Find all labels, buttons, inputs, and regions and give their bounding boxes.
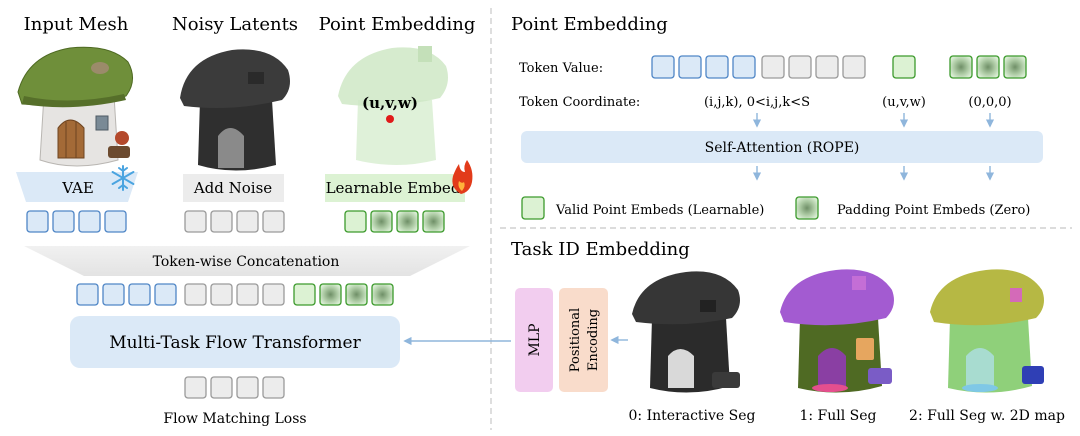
title-point-embedding-left: Point Embedding xyxy=(319,14,476,35)
task-house-full-seg xyxy=(780,269,894,393)
token-coordinate-label: Token Coordinate: xyxy=(519,95,640,110)
task-house-interactive-seg xyxy=(632,271,740,393)
concatenated-tokens xyxy=(76,283,394,306)
self-attention-block xyxy=(521,131,1043,163)
title-point-embedding-right: Point Embedding xyxy=(511,14,668,35)
coord-valid: (i,j,k), 0<i,j,k<S xyxy=(704,95,810,110)
title-noisy-latents: Noisy Latents xyxy=(172,14,298,35)
title-input-mesh: Input Mesh xyxy=(24,14,129,35)
flow-transformer-label: Multi-Task Flow Transformer xyxy=(109,333,361,353)
mlp-block xyxy=(515,288,553,392)
mlp-label: MLP xyxy=(527,323,543,356)
concatenation-funnel xyxy=(24,246,470,276)
task-house-full-seg-2d-map xyxy=(930,269,1044,393)
snowflake-icon xyxy=(111,165,135,191)
legend-padding-swatch xyxy=(795,196,819,220)
legend-valid-swatch xyxy=(521,196,545,220)
concatenation-label: Token-wise Concatenation xyxy=(153,254,340,270)
point-embedding-house: (u,v,w) xyxy=(338,46,448,165)
legend-valid-label: Valid Point Embeds (Learnable) xyxy=(555,203,764,218)
task-label-0: 0: Interactive Seg xyxy=(629,408,756,424)
input-mesh-house xyxy=(17,46,133,167)
vae-tokens xyxy=(26,210,127,233)
legend-padding-label: Padding Point Embeds (Zero) xyxy=(837,203,1030,218)
title-task-id-embedding: Task ID Embedding xyxy=(511,239,690,260)
positional-encoding-block xyxy=(559,288,608,392)
noise-tokens xyxy=(184,210,285,233)
token-value-row xyxy=(651,55,1027,79)
token-value-label: Token Value: xyxy=(519,61,603,76)
task-flow-arrows xyxy=(403,335,628,346)
point-coordinate-label: (u,v,w) xyxy=(362,94,418,112)
add-noise-label: Add Noise xyxy=(193,179,272,197)
vae-label: VAE xyxy=(61,179,94,197)
output-tokens xyxy=(184,376,285,399)
coord-padding: (0,0,0) xyxy=(968,95,1011,110)
attention-output-arrows xyxy=(752,166,995,181)
add-noise-block xyxy=(183,174,284,202)
query-point xyxy=(386,115,394,123)
flow-transformer-block xyxy=(70,316,400,368)
learnable-embed-block xyxy=(325,174,465,202)
self-attention-label: Self-Attention (ROPE) xyxy=(705,140,860,156)
learnable-embed-label: Learnable Embed xyxy=(326,179,461,197)
positional-encoding-line2: Encoding xyxy=(586,309,601,371)
positional-encoding-line1: Positional xyxy=(568,308,583,372)
flame-icon xyxy=(452,160,473,194)
coordinate-arrows xyxy=(752,113,995,128)
flow-matching-loss-label: Flow Matching Loss xyxy=(163,411,306,427)
task-label-2: 2: Full Seg w. 2D map xyxy=(909,408,1065,424)
task-label-1: 1: Full Seg xyxy=(799,408,876,424)
coord-point: (u,v,w) xyxy=(882,95,926,110)
noisy-latents-house xyxy=(180,49,290,171)
vae-block xyxy=(16,172,138,202)
embed-tokens xyxy=(344,210,445,233)
